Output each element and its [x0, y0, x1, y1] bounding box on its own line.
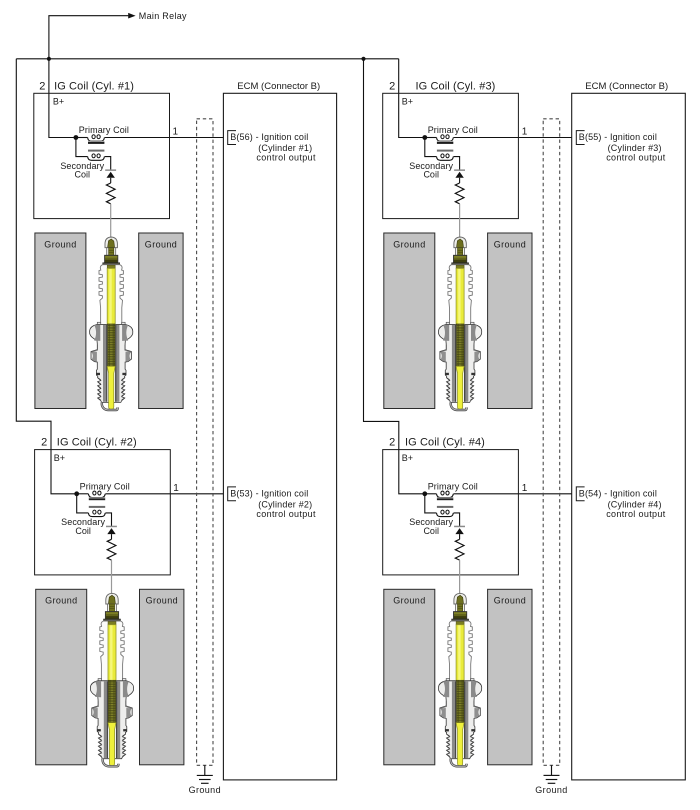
svg-text:B(56) - Ignition coil: B(56) - Ignition coil [230, 132, 308, 142]
svg-text:1: 1 [173, 127, 179, 138]
svg-text:B(53) - Ignition coil: B(53) - Ignition coil [230, 489, 308, 499]
svg-text:B(54) - Ignition coil: B(54) - Ignition coil [579, 489, 657, 499]
svg-text:Coil: Coil [75, 526, 91, 536]
svg-text:Coil: Coil [423, 170, 439, 180]
svg-text:(Cylinder #4): (Cylinder #4) [608, 499, 662, 509]
svg-text:Ground: Ground [494, 239, 526, 249]
svg-text:control output: control output [606, 153, 666, 163]
svg-text:B+: B+ [54, 453, 65, 463]
svg-text:Secondary: Secondary [61, 517, 105, 527]
svg-text:ECM (Connector B): ECM (Connector B) [237, 81, 320, 92]
svg-text:B+: B+ [53, 97, 64, 107]
svg-text:IG Coil (Cyl. #4): IG Coil (Cyl. #4) [405, 437, 485, 449]
svg-text:(Cylinder #2): (Cylinder #2) [258, 499, 312, 509]
svg-text:Ground: Ground [393, 239, 425, 249]
svg-text:Primary Coil: Primary Coil [80, 481, 130, 491]
svg-text:Secondary: Secondary [60, 161, 104, 171]
svg-text:IG Coil (Cyl. #2): IG Coil (Cyl. #2) [57, 437, 137, 449]
svg-text:Ground: Ground [494, 596, 526, 606]
svg-text:1: 1 [522, 483, 528, 494]
svg-text:control output: control output [606, 509, 666, 519]
svg-text:(Cylinder #1): (Cylinder #1) [258, 143, 312, 153]
svg-text:Ground: Ground [44, 239, 76, 249]
svg-text:B+: B+ [402, 97, 413, 107]
svg-text:2: 2 [389, 437, 395, 449]
svg-text:1: 1 [173, 483, 179, 494]
svg-text:Ground: Ground [393, 596, 425, 606]
svg-text:Ground: Ground [145, 239, 177, 249]
svg-text:Primary Coil: Primary Coil [79, 125, 129, 135]
svg-text:2: 2 [389, 80, 395, 92]
svg-text:(Cylinder #3): (Cylinder #3) [608, 143, 662, 153]
svg-text:B(55) - Ignition coil: B(55) - Ignition coil [579, 132, 657, 142]
svg-text:2: 2 [41, 437, 47, 449]
svg-text:control output: control output [256, 153, 316, 163]
svg-text:B+: B+ [402, 453, 413, 463]
svg-text:Ground: Ground [189, 785, 221, 795]
svg-text:1: 1 [522, 127, 528, 138]
svg-text:2: 2 [39, 80, 45, 92]
svg-text:control output: control output [256, 509, 316, 519]
svg-text:Primary Coil: Primary Coil [428, 481, 478, 491]
svg-text:Coil: Coil [423, 526, 439, 536]
svg-text:IG Coil (Cyl. #1): IG Coil (Cyl. #1) [54, 80, 134, 92]
svg-text:Ground: Ground [535, 785, 567, 795]
svg-text:Primary Coil: Primary Coil [428, 125, 478, 135]
svg-text:Secondary: Secondary [409, 517, 453, 527]
svg-text:Coil: Coil [75, 170, 91, 180]
svg-text:IG Coil (Cyl. #3): IG Coil (Cyl. #3) [416, 80, 496, 92]
svg-text:Ground: Ground [45, 596, 77, 606]
svg-text:Main Relay: Main Relay [139, 11, 187, 21]
svg-text:ECM (Connector B): ECM (Connector B) [585, 81, 668, 92]
svg-text:Ground: Ground [146, 596, 178, 606]
svg-text:Secondary: Secondary [409, 161, 453, 171]
